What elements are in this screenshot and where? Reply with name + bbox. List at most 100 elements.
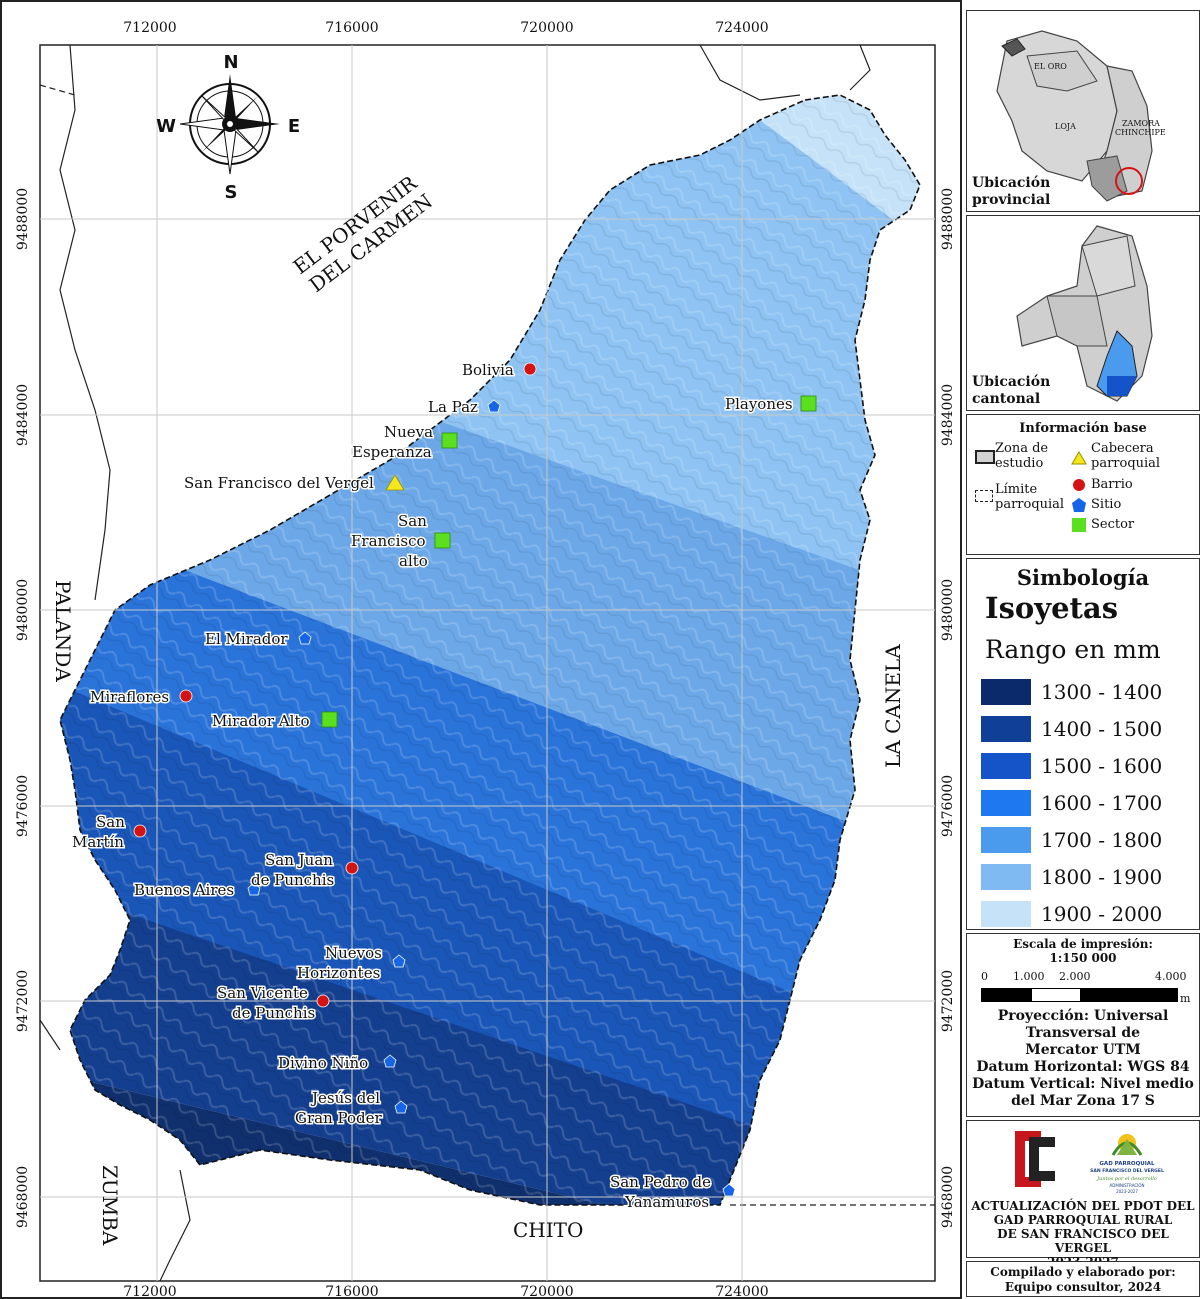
sector-nueva-esperanza-icon (441, 432, 458, 449)
sitio-san-pedro-icon (722, 1183, 736, 1197)
credits-panel: Compilado y elaborado por: Equipo consul… (966, 1261, 1200, 1297)
svg-text:Nueva: Nueva (384, 423, 433, 441)
inset-provincial-title: Ubicación provincial (972, 175, 1051, 208)
label-el-oro: EL ORO (1034, 62, 1067, 71)
svg-text:Miraflores: Miraflores (90, 688, 169, 706)
x-tick-labels: 712000 716000 720000 724000 712000 71600… (123, 20, 768, 1299)
x-tick-top-3: 720000 (520, 20, 573, 36)
y-tick-labels: 9488000 9484000 9480000 9476000 9472000 … (15, 188, 956, 1228)
label-la-canela: LA CANELA (881, 644, 905, 768)
cabecera-parroquial-icon (385, 474, 405, 491)
label-chito: CHITO (513, 1218, 583, 1242)
y-tick-right-2: 9484000 (940, 384, 956, 446)
scale-tick-1: 1.000 (1013, 970, 1045, 983)
svg-text:Playones: Playones (725, 395, 793, 413)
gad-logo-icon: GAD PARROQUIAL SAN FRANCISCO DEL VERGEL … (1090, 1134, 1164, 1194)
x-tick-bottom-3: 720000 (520, 1284, 573, 1299)
svg-text:Juntos por el desarrollo: Juntos por el desarrollo (1096, 1176, 1157, 1182)
svg-text:S: S (225, 182, 238, 203)
label-palanda: PALANDA (51, 580, 75, 682)
sitio-jesus-gran-poder-icon (394, 1100, 408, 1114)
study-boundary (59, 94, 921, 1206)
svg-text:de Punchis: de Punchis (251, 871, 334, 889)
svg-text:Francisco: Francisco (351, 532, 426, 550)
sector-playones-icon (800, 395, 817, 412)
y-tick-left-4: 9476000 (15, 775, 31, 837)
institution-text: ACTUALIZACIÓN DEL PDOT DEL GAD PARROQUIA… (971, 1199, 1195, 1269)
y-tick-left-1: 9488000 (15, 188, 31, 250)
x-tick-top-4: 724000 (715, 20, 768, 36)
consultant-logo-icon (1015, 1131, 1055, 1187)
barrio-san-juan-icon (345, 861, 359, 875)
svg-text:San: San (96, 813, 125, 831)
limite-parroquial-swatch (975, 490, 993, 502)
svg-text:Buenos Aires: Buenos Aires (134, 881, 234, 899)
legend-item-1400: 1400 - 1500 (981, 714, 1162, 744)
x-tick-top-1: 712000 (123, 20, 176, 36)
scale-title: Escala de impresión: 1:150 000 (1013, 937, 1153, 965)
svg-text:E: E (288, 116, 300, 137)
svg-text:El Mirador: El Mirador (205, 630, 288, 648)
y-tick-right-1: 9488000 (940, 188, 956, 250)
y-tick-left-6: 9468000 (15, 1166, 31, 1228)
legend-swatch (981, 901, 1031, 927)
y-tick-left-5: 9472000 (15, 970, 31, 1032)
sector-san-francisco-alto-icon (434, 532, 451, 549)
sitio-markers (247, 399, 736, 1197)
svg-text:Divino Niño: Divino Niño (278, 1054, 368, 1072)
sector-mirador-alto-icon (321, 711, 338, 728)
svg-text:GAD PARROQUIAL: GAD PARROQUIAL (1099, 1161, 1155, 1167)
inset-provincial: EL ORO LOJA ZAMORA CHINCHIPE Ubicación p… (966, 10, 1200, 212)
label-zamora: ZAMORA (1122, 119, 1160, 128)
legend-swatch (981, 827, 1031, 853)
label-zumba: ZUMBA (98, 1165, 122, 1246)
legend-item-1600: 1600 - 1700 (981, 788, 1162, 818)
legend-subtitle: Isoyetas (985, 591, 1119, 625)
barrio-san-martin-icon (133, 824, 147, 838)
legend-item-1300: 1300 - 1400 (981, 677, 1162, 707)
legend-item-1800: 1800 - 1900 (981, 862, 1162, 892)
svg-text:San: San (398, 512, 427, 530)
svg-text:Jesús del: Jesús del (310, 1089, 380, 1107)
cantonal-map (1016, 225, 1153, 402)
y-tick-right-5: 9472000 (940, 970, 956, 1032)
svg-text:W: W (156, 116, 176, 137)
y-tick-left-2: 9484000 (15, 384, 31, 446)
legend-item-1700: 1700 - 1800 (981, 825, 1162, 855)
legend-title: Simbología (1016, 565, 1150, 590)
provincial-map: EL ORO LOJA ZAMORA CHINCHIPE (996, 30, 1166, 202)
x-tick-bottom-4: 724000 (715, 1284, 768, 1299)
svg-text:alto: alto (399, 552, 428, 570)
legend-swatch (981, 790, 1031, 816)
svg-text:San Juan: San Juan (265, 851, 333, 869)
legend-swatch (981, 679, 1031, 705)
y-tick-right-3: 9480000 (940, 579, 956, 641)
legend-item-1500: 1500 - 1600 (981, 751, 1162, 781)
scale-tick-0: 0 (981, 970, 988, 983)
svg-text:Gran Poder: Gran Poder (295, 1109, 383, 1127)
scale-tick-2: 2.000 (1059, 970, 1091, 983)
barrio-miraflores-icon (179, 689, 193, 703)
isohyet-bands (60, 95, 920, 1205)
scale-panel: Escala de impresión: 1:150 000 0 1.000 2… (966, 933, 1200, 1117)
scale-tick-3: 4.000 (1155, 970, 1187, 983)
svg-text:N: N (223, 52, 238, 73)
svg-text:La Paz: La Paz (428, 398, 478, 416)
legend-range-title: Rango en mm (985, 635, 1161, 664)
place-labels: Bolivia La Paz Playones Nueva Esperanza … (71, 360, 795, 1213)
legend-swatch (981, 864, 1031, 890)
legend-swatch (981, 753, 1031, 779)
inset-cantonal-title: Ubicación cantonal (972, 374, 1051, 407)
svg-text:San Vicente: San Vicente (217, 984, 308, 1002)
barrio-legend-icon (1073, 479, 1085, 491)
sector-label: Sector (1091, 517, 1135, 532)
svg-text:San Pedro de: San Pedro de (610, 1173, 711, 1191)
compass-rose-icon (179, 74, 280, 175)
x-tick-bottom-1: 712000 (123, 1284, 176, 1299)
cabecera-legend-icon (1071, 451, 1087, 465)
barrio-label: Barrio (1091, 477, 1133, 492)
